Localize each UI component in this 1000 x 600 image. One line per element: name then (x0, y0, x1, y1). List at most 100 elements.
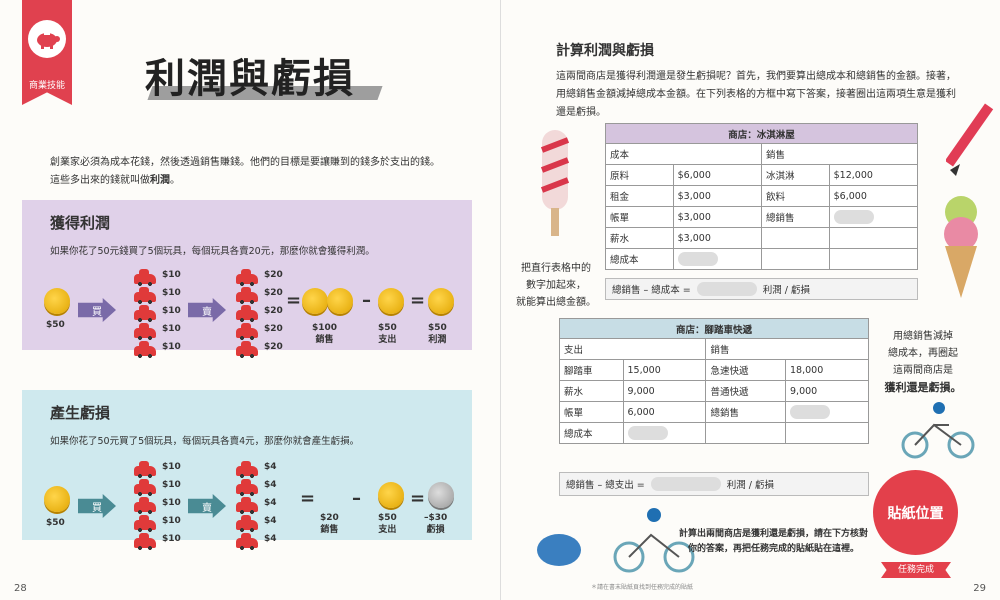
cell: 薪水 (605, 227, 674, 249)
coin-stack-icon (378, 288, 404, 314)
answer-blank[interactable] (696, 282, 757, 296)
answer-cell[interactable] (672, 248, 762, 270)
right-page: 計算利潤與虧損 這兩間商店是獲得利潤還是發生虧損呢？首先，我們要算出總成本和總銷… (500, 0, 1000, 600)
cell: 9,000 (622, 380, 707, 402)
right-intro: 這兩間商店是獲得利潤還是發生虧損呢？首先，我們要算出總成本和總銷售的金額。接著，… (556, 71, 956, 118)
loss-expense-label: 支出 (378, 525, 397, 535)
cell: $6,000 (672, 164, 762, 186)
note-line: 用總銷售減掉 (893, 331, 953, 342)
popsicle-icon (540, 130, 570, 236)
cost-label: $10 (162, 480, 181, 490)
cost-label: $10 (162, 534, 181, 544)
intro-text: 創業家必須為成本花錢，然後透過銷售賺錢。他們的目標是要讓賺到的錢多於支出的錢。 … (50, 154, 470, 190)
ribbon-label: 商業技能 (28, 81, 65, 91)
sell-arrow: 賣 (188, 494, 226, 518)
answer-blank[interactable] (627, 426, 668, 440)
cell: 帳單 (559, 401, 624, 423)
buy-label: 買 (92, 306, 102, 318)
profit-sales-label: 銷售 (315, 335, 334, 345)
coin-stack-icon (302, 288, 328, 314)
loss-result-label: 虧損 (426, 525, 445, 535)
profit-sales: $100 銷售 (312, 322, 337, 346)
note-line: 把直行表格中的 (521, 263, 591, 274)
intro-prefix: 這些多出來的錢就叫做 (50, 175, 150, 186)
footer-note: ＊請在書末貼紙頁找到任務完成的貼紙 (591, 584, 694, 591)
cell: 9,000 (785, 380, 869, 402)
toy-car-icon (236, 341, 258, 358)
cell: 薪水 (559, 380, 624, 402)
cell: 帳單 (605, 206, 674, 228)
shop1-result[interactable]: 利潤 / 虧損 (762, 285, 811, 296)
buy-arrow: 買 (78, 298, 116, 322)
price-label: $20 (264, 324, 283, 334)
note-line: 就能算出總金額。 (516, 297, 596, 308)
piggy-bank-icon (28, 20, 66, 58)
price-label: $4 (264, 480, 277, 490)
answer-blank[interactable] (650, 477, 721, 491)
profit-panel: 獲得利潤 如果你花了50元錢買了5個玩具，每個玩具各賣20元，那麼你就會獲得利潤… (22, 200, 472, 358)
ice-cream-cone-icon (944, 196, 978, 298)
coin-stack-icon (327, 288, 353, 314)
note-line: 這兩間商店是 (893, 365, 953, 376)
minus-sign: – (352, 488, 361, 509)
shop1-sales-head: 銷售 (760, 143, 919, 165)
shop2-result[interactable]: 利潤 / 虧損 (726, 480, 775, 491)
answer-cell[interactable] (828, 206, 919, 228)
sell-label: 賣 (202, 306, 212, 318)
shop1-cost-head: 成本 (605, 143, 762, 165)
cell: 原料 (605, 164, 674, 186)
cell: 冰淇淋 (760, 164, 830, 186)
toy-car-icon (236, 323, 258, 340)
left-page: 商業技能 利潤與虧損 創業家必須為成本花錢，然後透過銷售賺錢。他們的目標是要讓賺… (14, 0, 472, 594)
answer-cell[interactable] (622, 422, 707, 444)
sticker-placeholder[interactable]: 貼紙位置 (873, 470, 958, 555)
price-label: $4 (264, 498, 277, 508)
cell (705, 422, 787, 444)
side-note-right: 用總銷售減掉 總成本，再圈起 這兩間商店是 獲利還是虧損。 (873, 328, 973, 396)
profit-expense-amount: $50 (378, 323, 397, 333)
profit-description: 如果你花了50元錢買了5個玩具，每個玩具各賣20元，那麼你就會獲得利潤。 (50, 246, 375, 257)
cost-label: $10 (162, 498, 181, 508)
bottom-instruction: 計算出兩間商店是獲利還是虧損，請在下方核對 你的答案，再把任務完成的貼紙貼在這裡… (671, 527, 876, 557)
cell: 總銷售 (705, 401, 787, 423)
coin-stack-icon (378, 482, 404, 508)
shop1-formula-row: 總銷售 – 總成本 = 利潤 / 虧損 (605, 278, 918, 300)
shop2-sales-head: 銷售 (705, 338, 869, 360)
toy-car-icon (134, 323, 156, 340)
cost-label: $10 (162, 462, 181, 472)
toy-car-icon (134, 461, 156, 478)
toy-car-icon (134, 515, 156, 532)
answer-cell[interactable] (785, 401, 869, 423)
answer-blank[interactable] (790, 405, 831, 419)
mission-complete-banner: 任務完成 (881, 562, 951, 578)
cost-label: $10 (162, 270, 181, 280)
toy-car-icon (134, 341, 156, 358)
buy-label: 買 (92, 502, 102, 514)
shop2-header: 商店：腳踏車快遞 (559, 318, 869, 339)
note-line: 總成本，再圈起 (888, 348, 958, 359)
loss-panel: 產生虧損 如果你花了50元買了5個玩具，每個玩具各賣4元，那麼你就會產生虧損。 … (22, 390, 472, 550)
answer-blank[interactable] (833, 210, 874, 224)
answer-blank[interactable] (677, 252, 718, 266)
pencil-icon (946, 103, 994, 176)
cell: $3,000 (672, 227, 762, 249)
profit-sales-amount: $100 (312, 323, 338, 333)
intro-line-1: 創業家必須為成本花錢，然後透過銷售賺錢。他們的目標是要讓賺到的錢多於支出的錢。 (50, 157, 440, 168)
cell: $3,000 (672, 185, 762, 207)
coin-stack-icon (428, 288, 454, 314)
toy-car-icon (134, 497, 156, 514)
section-ribbon: 商業技能 (22, 0, 72, 105)
bicycle-courier-icon (537, 508, 695, 573)
loss-result-amount: –$30 (424, 513, 448, 523)
price-label: $20 (264, 288, 283, 298)
equals-sign: = (286, 290, 302, 311)
toy-car-icon (236, 287, 258, 304)
price-label: $20 (264, 306, 283, 316)
toy-car-icon (236, 497, 258, 514)
cost-label: $10 (162, 342, 181, 352)
cost-label: $10 (162, 306, 181, 316)
page-number-left: 28 (14, 583, 27, 594)
